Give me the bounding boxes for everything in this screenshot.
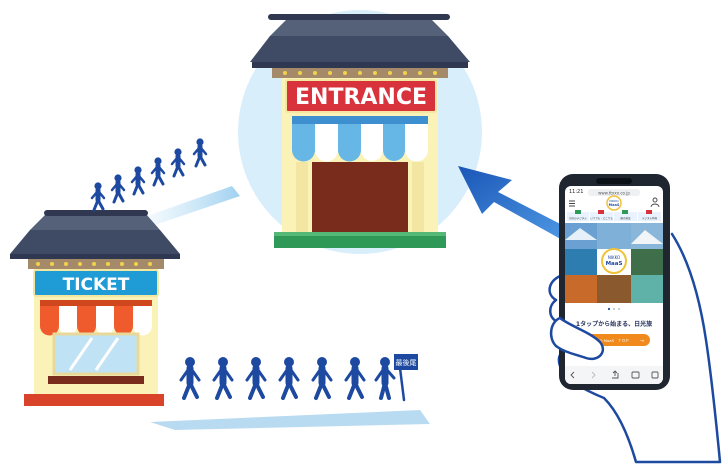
ticket-sign-board <box>33 269 159 297</box>
phone-tab-3-label: 観光施設 <box>620 216 631 220</box>
phone-carousel-dots[interactable] <box>607 307 621 311</box>
entrance-sign-text: ENTRANCE <box>295 85 427 110</box>
tabs-icon[interactable] <box>651 371 659 379</box>
ticket-sign-text: TICKET <box>63 275 130 295</box>
phone-user-icon[interactable] <box>650 197 660 208</box>
bookmarks-icon[interactable] <box>631 371 640 379</box>
person-icon <box>374 357 396 400</box>
queue-path-lower <box>150 410 430 430</box>
ticket-booth: TICKET <box>10 210 180 406</box>
person-icon <box>311 357 333 400</box>
person-icon <box>344 357 366 400</box>
phone-tab-3[interactable] <box>614 212 637 221</box>
phone-tab-1[interactable] <box>567 212 589 221</box>
phone-tab-4-label: デジタル特典 <box>642 216 657 220</box>
phone-tagline: 1タップから始まる、日光旅 <box>576 320 652 328</box>
queue-path-upper <box>130 186 240 230</box>
phone-hero-logo-line2: MaaS <box>606 261 623 267</box>
phone-tab-4[interactable] <box>638 212 661 221</box>
share-icon[interactable] <box>612 370 619 379</box>
ticket-window <box>52 332 140 376</box>
person-icon <box>150 157 166 187</box>
lower-queue: 最後尾 <box>179 354 418 402</box>
person-icon <box>212 357 234 400</box>
phone-logo <box>606 195 622 211</box>
phone-tab-2-label: いつでも・どこでも <box>590 216 613 220</box>
queue-tail-sign <box>394 354 418 370</box>
phone-tab-2[interactable] <box>590 212 613 221</box>
phone-status-time: 11:21 <box>569 189 583 195</box>
phone-url-text: www.ttxxx.co.jp <box>598 191 630 196</box>
person-icon <box>179 357 201 400</box>
person-icon <box>245 357 267 400</box>
phone-url-bar[interactable] <box>588 189 640 196</box>
entrance-sign-board <box>285 79 437 113</box>
phone-logo-line1: NIKKO <box>609 199 619 203</box>
phone-hero-logo-line1: NIKKO <box>608 255 620 260</box>
back-icon[interactable] <box>570 371 575 379</box>
phone-hero-logo <box>601 248 627 274</box>
person-icon <box>170 148 186 178</box>
phone-cta-label: NIKKO MaaS ＴＯＰ <box>591 338 630 343</box>
entrance-building: ENTRANCE <box>238 10 482 254</box>
phone-menu-icon[interactable] <box>569 200 575 207</box>
thumb-icon <box>549 316 605 361</box>
person-icon <box>90 182 106 212</box>
arrow-to-entrance-icon <box>458 166 572 242</box>
phone-tab-1-label: 日光のデジタル <box>569 216 587 220</box>
entrance-door <box>312 162 408 234</box>
forward-icon[interactable] <box>591 371 596 379</box>
person-icon <box>110 174 126 204</box>
phone-logo-line2: MaaS <box>609 203 620 207</box>
person-icon <box>192 138 208 168</box>
upper-queue <box>90 138 208 212</box>
phone-nav-bar <box>570 370 659 379</box>
arrow-right-icon: → <box>640 339 644 345</box>
person-icon <box>130 166 146 196</box>
queue-tail-sign-text: 最後尾 <box>396 358 417 367</box>
person-icon <box>278 357 300 400</box>
